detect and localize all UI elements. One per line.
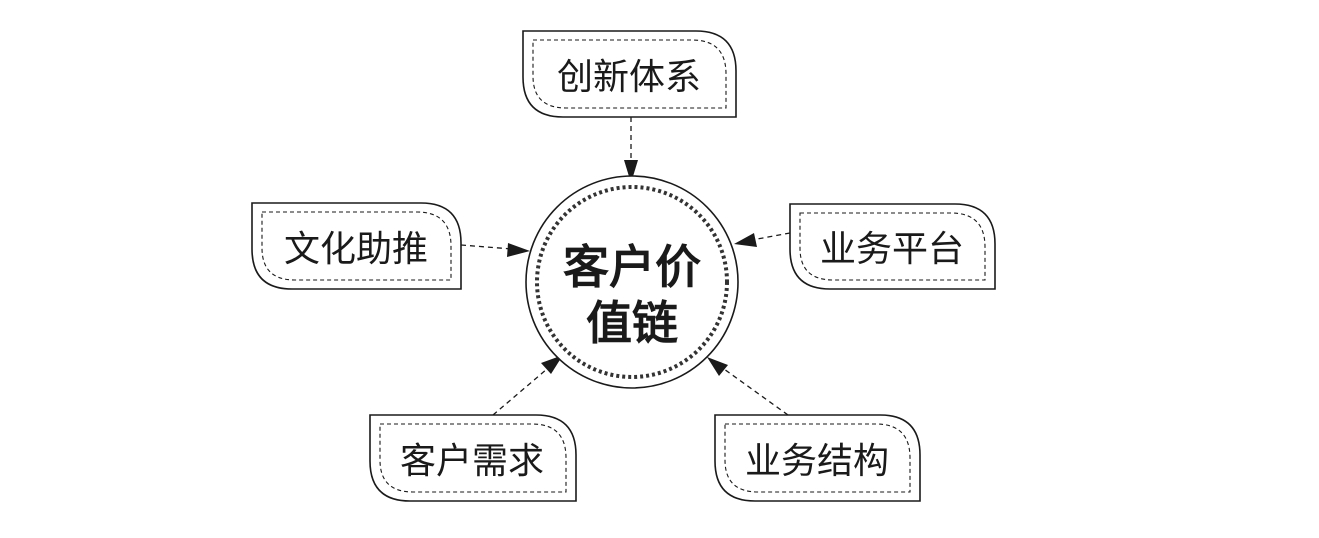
node-bottom-left-label: 客户需求 (400, 441, 544, 482)
arrow-bottom-right-to-center (707, 357, 789, 416)
node-left: 文化助推 (251, 202, 462, 290)
node-left-label: 文化助推 (284, 229, 428, 270)
node-right: 业务平台 (789, 203, 996, 290)
center-circle-outer (525, 175, 739, 389)
arrow-bottom-left-to-center (492, 355, 563, 416)
node-bottom-left: 客户需求 (369, 414, 577, 502)
arrow-left-to-center (460, 243, 530, 257)
arrow-right-to-center (734, 232, 791, 247)
arrows (460, 117, 791, 416)
center-circle-dotted (535, 185, 729, 379)
node-bottom-right-label: 业务结构 (745, 441, 889, 482)
arrow-top-to-center (624, 117, 638, 183)
center-label-line2: 值链 (586, 296, 678, 350)
node-right-label: 业务平台 (820, 229, 964, 270)
node-bottom-right: 业务结构 (714, 414, 921, 502)
node-top: 创新体系 (522, 30, 737, 118)
node-top-label: 创新体系 (557, 57, 701, 98)
center-node: 客户价 值链 (525, 175, 739, 389)
center-label-line1: 客户价 (563, 240, 701, 294)
